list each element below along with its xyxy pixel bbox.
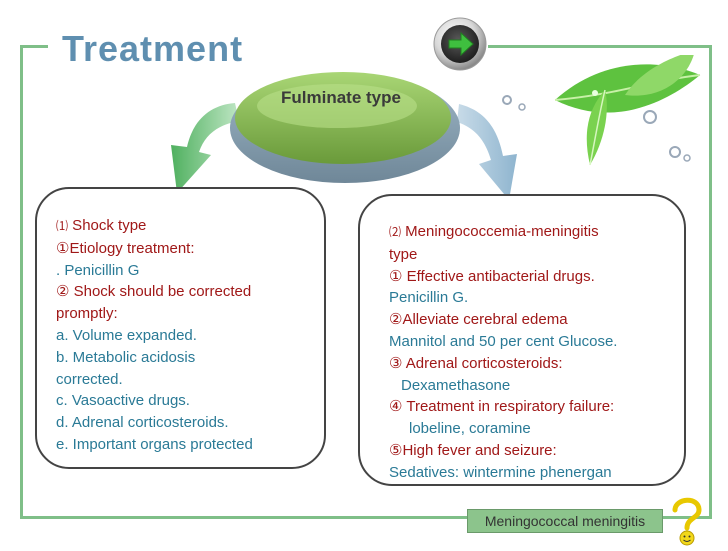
- list-item: ③ Adrenal corticosteroids:: [389, 354, 563, 372]
- left-curved-arrow-icon: [155, 95, 245, 200]
- frame-top-right-line: [488, 45, 712, 48]
- list-item: ②Alleviate cerebral edema: [389, 311, 568, 329]
- list-item: . Penicillin G: [56, 261, 140, 279]
- right-content-box: ⑵ Meningococcemia-meningitis type ① Effe…: [358, 194, 686, 486]
- frame-top-left-line: [20, 45, 48, 48]
- footer-topic-label: Meningococcal meningitis: [467, 509, 663, 533]
- list-item: ④ Treatment in respiratory failure:: [389, 398, 615, 416]
- leaf-icon: [495, 50, 705, 180]
- list-item: d. Adrenal corticosteroids.: [56, 414, 229, 432]
- list-item: a. Volume expanded.: [56, 326, 197, 344]
- list-item: type: [389, 245, 418, 263]
- list-item: e. Important organs protected: [56, 435, 253, 453]
- list-item: lobeline, coramine: [409, 420, 531, 438]
- list-item: Mannitol and 50 per cent Glucose.: [389, 332, 618, 350]
- arrow-right-icon: [433, 17, 487, 71]
- list-item: promptly:: [56, 305, 118, 323]
- list-item: Dexamethasone: [401, 376, 511, 394]
- list-item: ⑴ Shock type: [56, 217, 147, 234]
- center-label: Fulminate type: [281, 88, 401, 107]
- list-item: Sedatives: wintermine phenergan: [389, 463, 612, 481]
- list-item: ① Effective antibacterial drugs.: [389, 267, 595, 285]
- next-button[interactable]: [432, 16, 488, 77]
- list-item: ② Shock should be corrected: [56, 283, 252, 301]
- slide-frame: [20, 45, 712, 519]
- slide-title: Treatment: [62, 28, 244, 69]
- list-item: ⑵ Meningococcemia-meningitis: [389, 223, 599, 240]
- list-item: b. Metabolic acidosis: [56, 348, 196, 366]
- right-curved-arrow-icon: [455, 98, 535, 208]
- list-item: c. Vasoactive drugs.: [56, 392, 190, 410]
- list-item: corrected.: [56, 370, 123, 388]
- question-mark-icon[interactable]: [667, 496, 707, 551]
- list-item: ⑤High fever and seizure:: [389, 441, 557, 459]
- left-content-box: ⑴ Shock type ①Etiology treatment: . Peni…: [35, 187, 326, 469]
- center-ellipse: [225, 70, 465, 195]
- list-item: Penicillin G.: [389, 289, 469, 307]
- list-item: ①Etiology treatment:: [56, 239, 195, 257]
